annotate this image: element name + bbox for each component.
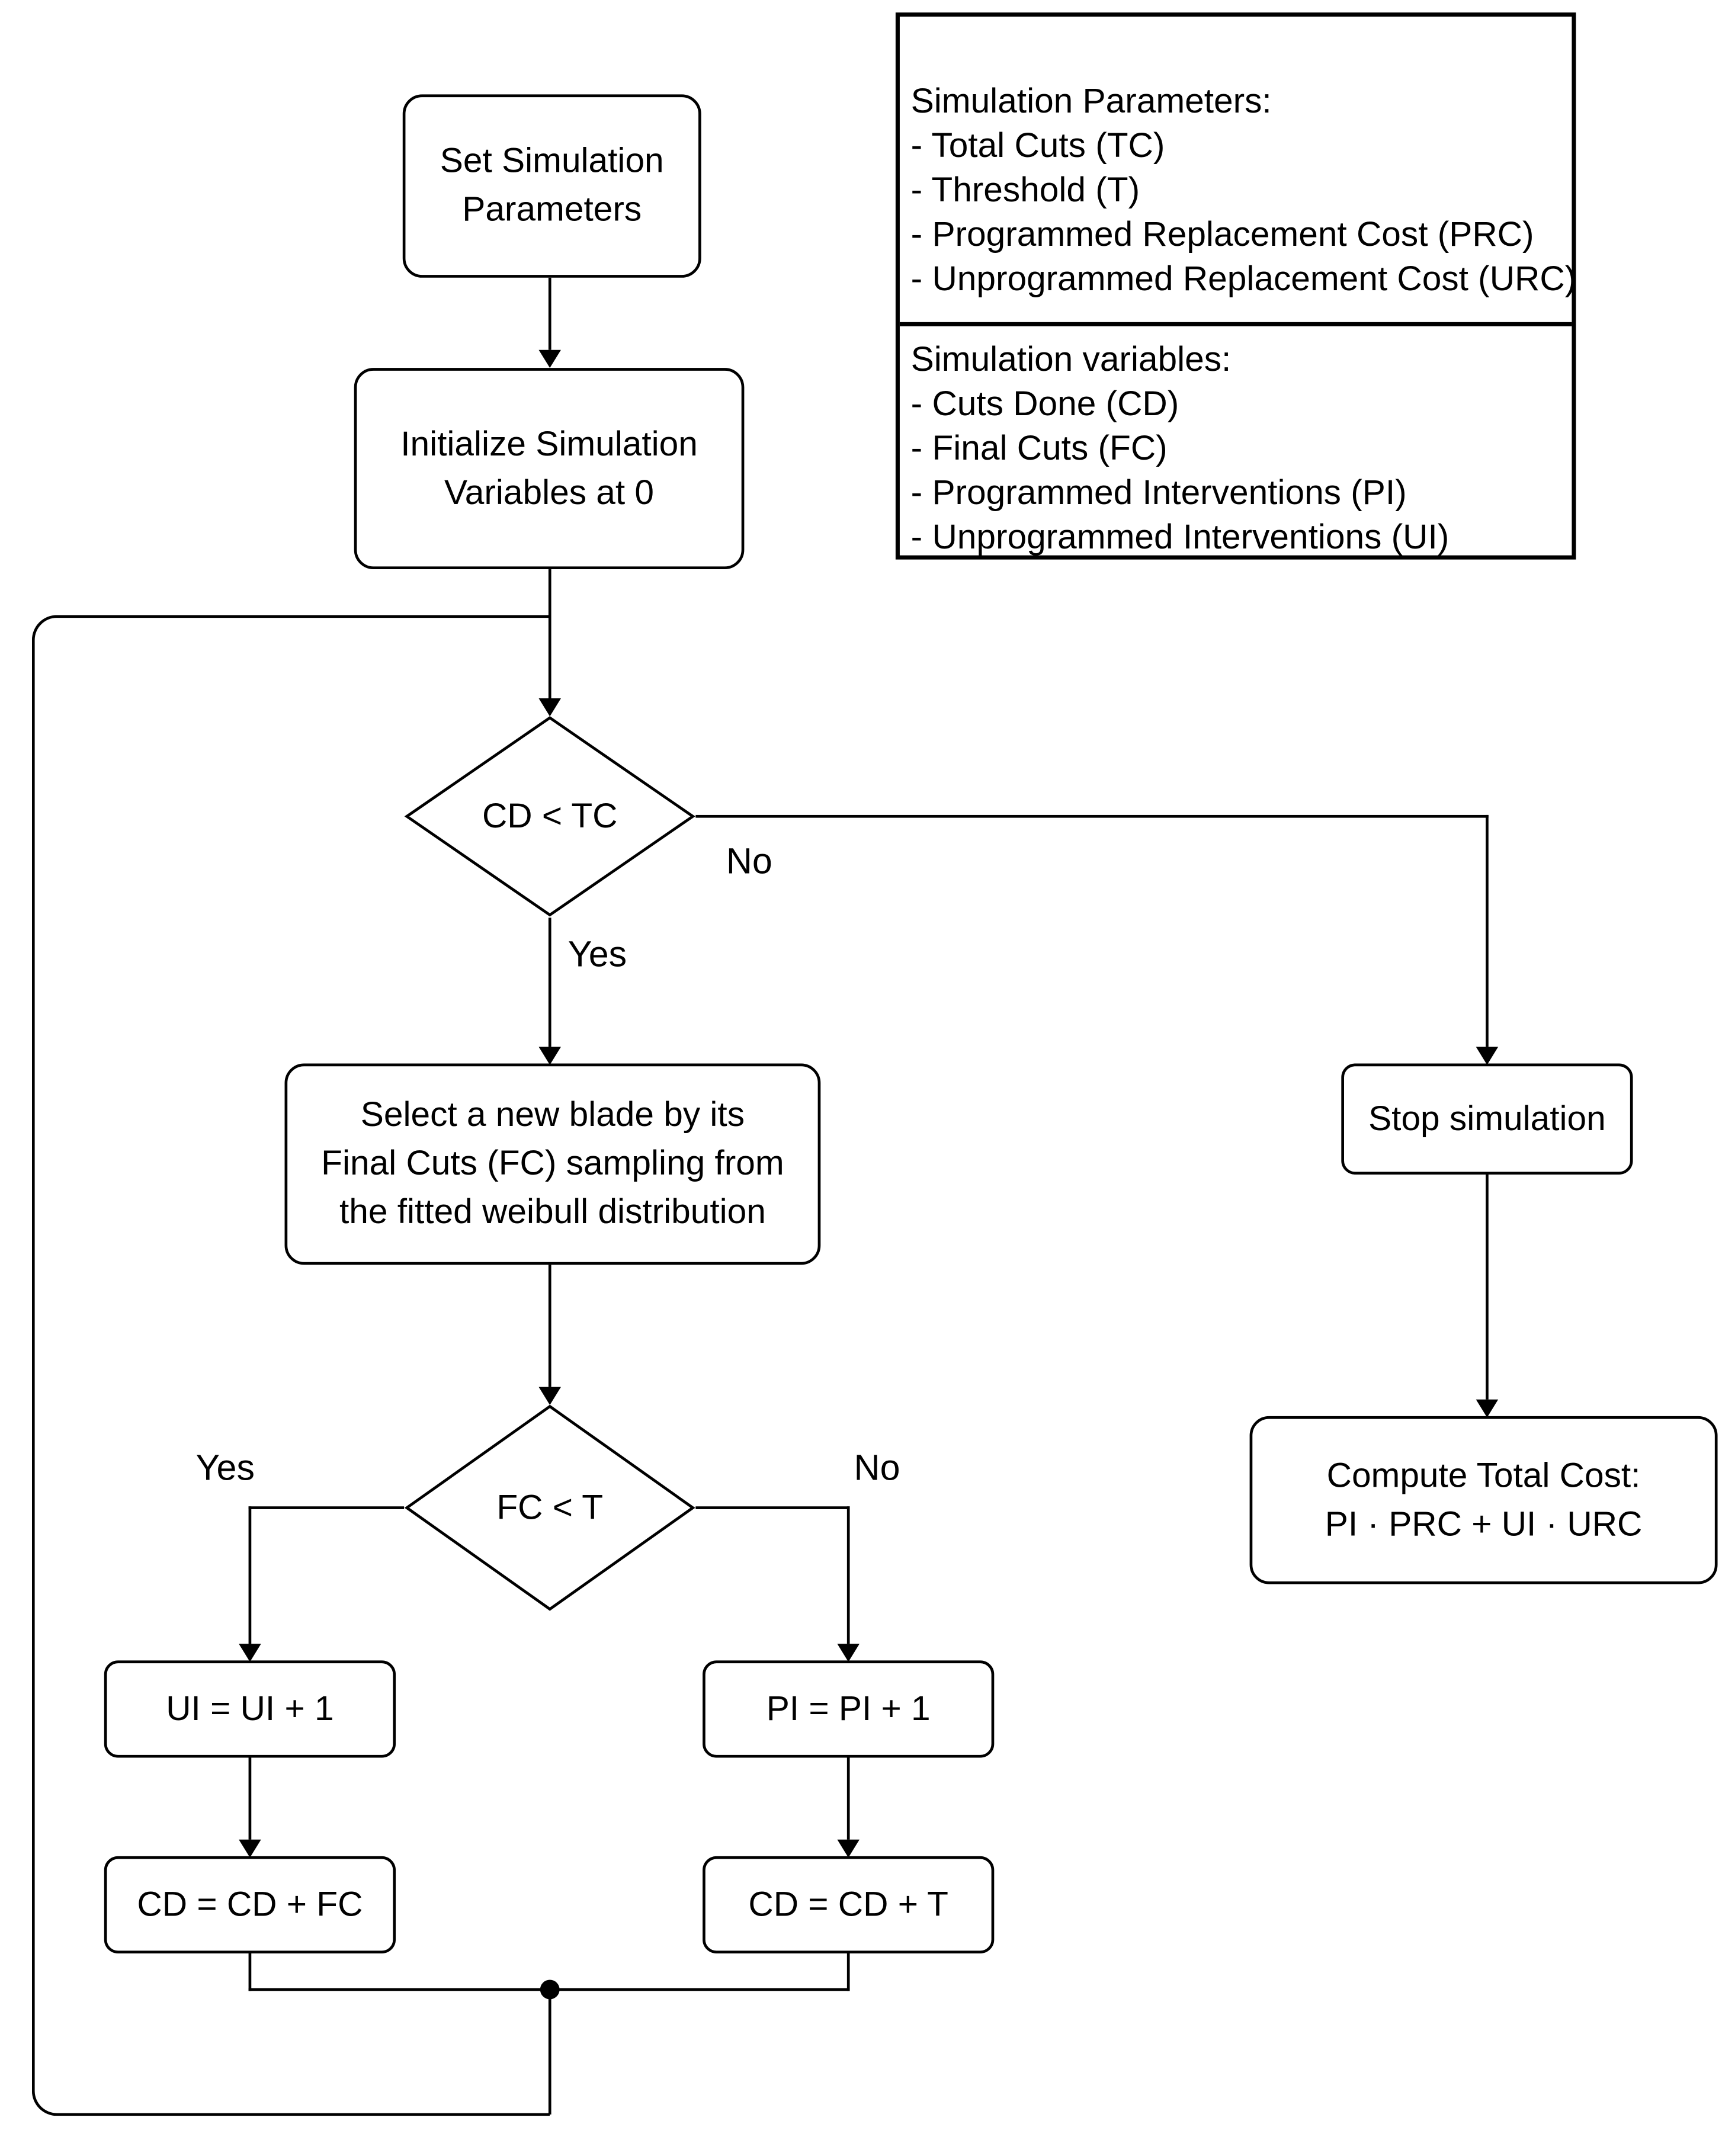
- arrowhead-yes-to-ui: [239, 1644, 261, 1662]
- node-ui-increment: UI = UI + 1: [104, 1660, 396, 1758]
- edge-stop-to-compute: [1486, 1175, 1489, 1400]
- legend-parameter-item: - Programmed Replacement Cost (PRC): [910, 215, 1534, 254]
- node-pi-increment: PI = PI + 1: [703, 1660, 995, 1758]
- node-cd-plus-t: CD = CD + T: [703, 1856, 995, 1954]
- edge-cdtc-no-horizontal: [695, 814, 1489, 818]
- node-cd-plus-fc: CD = CD + FC: [104, 1856, 396, 1954]
- edge-label-fc-t-no: No: [849, 1446, 905, 1490]
- diamond-shape: [404, 1404, 695, 1611]
- legend-variables-title: Simulation variables:: [910, 340, 1232, 379]
- edge-ui-to-cdfc: [248, 1757, 252, 1840]
- edge-loop-back: [31, 615, 550, 2116]
- diamond-shape: [404, 716, 695, 917]
- arrowhead-stop-to-compute: [1476, 1399, 1499, 1418]
- legend-variable-item: - Cuts Done (CD): [910, 384, 1179, 424]
- edge-label-cd-tc-yes: Yes: [563, 933, 631, 976]
- edge-cdtc-yes: [548, 917, 551, 1047]
- legend-variable-item: - Final Cuts (FC): [910, 429, 1168, 468]
- decision-cd-lt-tc: CD < TC: [404, 715, 695, 917]
- legend-parameter-item: - Total Cuts (TC): [910, 126, 1165, 165]
- arrowhead-select-to-fct: [538, 1387, 561, 1406]
- decision-fc-lt-t: FC < T: [404, 1404, 695, 1612]
- edge-set-to-init: [548, 277, 551, 350]
- legend-variable-item: - Unprogrammed Interventions (UI): [910, 518, 1450, 557]
- edge-fct-yes-horizontal: [248, 1506, 405, 1509]
- arrowhead-ui-to-cdfc: [239, 1839, 261, 1858]
- arrowhead-no-to-pi: [837, 1644, 860, 1662]
- arrowhead-set-to-init: [538, 349, 561, 368]
- legend-variables-section: Simulation variables: - Cuts Done (CD) -…: [900, 326, 1572, 560]
- edge-cdfc-to-dot: [248, 1988, 551, 1991]
- arrowhead-cdtc-to-select: [538, 1047, 561, 1065]
- legend-parameter-item: - Unprogrammed Replacement Cost (URC): [910, 259, 1577, 299]
- arrowhead-pi-to-cdt: [837, 1839, 860, 1858]
- legend-parameter-item: - Threshold (T): [910, 171, 1140, 210]
- node-select-new-blade: Select a new blade by its Final Cuts (FC…: [284, 1063, 821, 1265]
- edge-select-to-fct: [548, 1265, 551, 1387]
- node-stop-simulation: Stop simulation: [1341, 1063, 1633, 1175]
- edge-cdt-down: [846, 1953, 850, 1991]
- diamond-outline: [404, 716, 695, 917]
- legend-parameters-title: Simulation Parameters:: [910, 82, 1272, 121]
- legend-box: Simulation Parameters: - Total Cuts (TC)…: [895, 12, 1577, 560]
- edge-label-fc-t-yes: Yes: [191, 1446, 259, 1490]
- legend-variable-item: - Programmed Interventions (PI): [910, 473, 1407, 512]
- edge-fct-no-horizontal: [695, 1506, 850, 1509]
- merge-junction-dot: [540, 1979, 560, 2000]
- node-initialize-variables: Initialize Simulation Variables at 0: [354, 368, 745, 570]
- edge-fct-no-vertical: [846, 1506, 850, 1644]
- edge-cdfc-down: [248, 1953, 252, 1991]
- edge-cdt-to-dot: [550, 1988, 850, 1991]
- arrowhead-no-to-stop: [1476, 1047, 1499, 1065]
- node-compute-total-cost: Compute Total Cost: PI · PRC + UI · URC: [1249, 1416, 1718, 1584]
- diamond-outline: [404, 1404, 695, 1611]
- edge-dot-to-loop: [548, 1989, 551, 2115]
- decision-cd-lt-tc-label: CD < TC: [482, 796, 618, 835]
- edge-fct-yes-vertical: [248, 1506, 252, 1644]
- decision-fc-lt-t-label: FC < T: [496, 1487, 604, 1527]
- edge-label-cd-tc-no: No: [721, 840, 777, 883]
- edge-cdtc-no-vertical: [1486, 814, 1489, 1047]
- edge-pi-to-cdt: [846, 1757, 850, 1840]
- arrowhead-init-to-cdtc: [538, 698, 561, 717]
- legend-parameters-section: Simulation Parameters: - Total Cuts (TC)…: [899, 17, 1577, 326]
- node-set-simulation-parameters: Set Simulation Parameters: [402, 94, 701, 278]
